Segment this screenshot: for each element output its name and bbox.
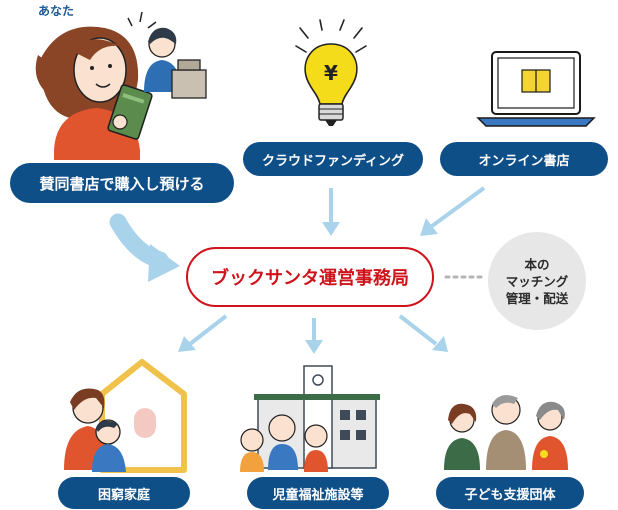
- arrow-crowdfunding-to-center: [322, 188, 340, 236]
- arrow-center-to-facility: [305, 318, 323, 354]
- laptop-icon: [476, 51, 596, 127]
- you-label: あなた: [38, 4, 75, 18]
- arrow-center-to-groups: [398, 314, 448, 352]
- lightbulb-icon: ¥: [295, 19, 367, 126]
- support-group-people-icon: [444, 395, 568, 470]
- buy-at-store-pill: 賛同書店で購入し預ける: [10, 163, 234, 203]
- note-line-3: 管理・配送: [505, 290, 569, 306]
- online-store-pill: オンライン書店: [440, 142, 608, 176]
- facility-building-icon: [240, 365, 380, 472]
- crowdfunding-pill: クラウドファンディング: [243, 142, 423, 176]
- arrow-online-to-center: [420, 186, 486, 236]
- woman-with-book-icon: [35, 26, 153, 160]
- house-family-icon: [64, 359, 187, 473]
- matching-note-circle: 本の マッチング 管理・配送: [488, 232, 586, 330]
- center-label: ブックサンタ運営事務局: [211, 268, 409, 289]
- note-line-2: マッチング: [505, 273, 569, 289]
- poor-family-pill: 困窮家庭: [58, 477, 190, 509]
- bookstore-clerk-icon: [127, 11, 207, 99]
- yen-symbol: ¥: [324, 61, 338, 85]
- child-facility-pill: 児童福祉施設等: [247, 477, 389, 509]
- book-santa-office-box: ブックサンタ運営事務局: [186, 247, 434, 307]
- arrow-store-to-center: [109, 213, 180, 282]
- support-group-pill: 子ども支援団体: [436, 477, 584, 509]
- arrow-center-to-family: [178, 314, 228, 352]
- note-line-1: 本の: [524, 256, 550, 272]
